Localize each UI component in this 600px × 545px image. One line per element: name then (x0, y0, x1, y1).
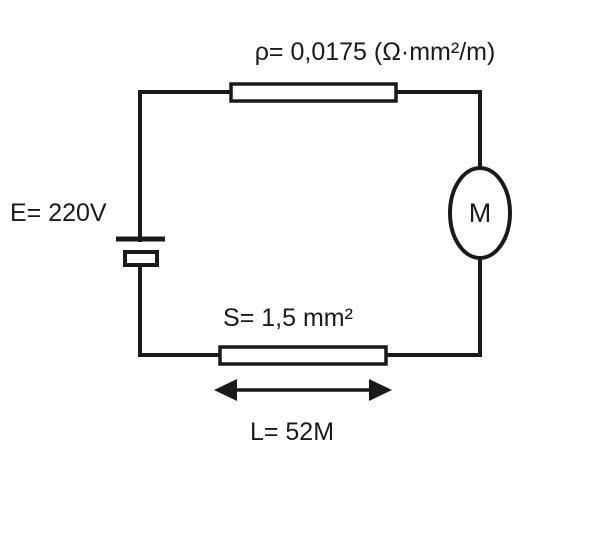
length-arrow-head-right (369, 379, 392, 401)
bottom-resistor (218, 345, 388, 366)
length-arrow-head-left (214, 379, 237, 401)
cross-section-label: S= 1,5 mm² (223, 304, 353, 332)
length-label: L= 52M (250, 418, 334, 446)
voltage-label: E= 220V (10, 199, 107, 227)
motor-ellipse (448, 166, 512, 260)
battery-short-plate (123, 250, 159, 267)
resistivity-label: ρ= 0,0175 (Ω·mm²/m) (255, 38, 496, 66)
motor-label: M (469, 198, 492, 228)
top-resistor (229, 82, 398, 103)
